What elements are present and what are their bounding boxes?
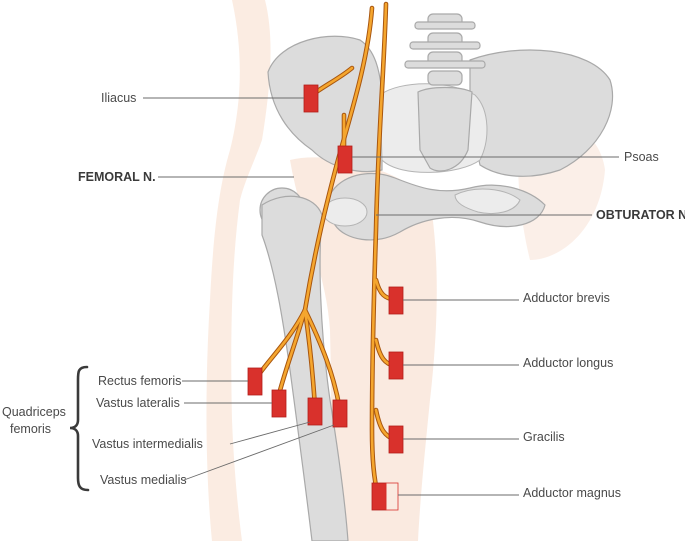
marker-rectus-femoris: [248, 368, 262, 395]
label-quadriceps: Quadriceps: [2, 405, 66, 419]
marker-vastus-intermedialis: [308, 398, 322, 425]
label-rectus-femoris: Rectus femoris: [98, 374, 181, 388]
label-gracilis: Gracilis: [523, 430, 565, 444]
label-psoas: Psoas: [624, 150, 659, 164]
label-adductor-longus: Adductor longus: [523, 356, 613, 370]
label-adductor-brevis: Adductor brevis: [523, 291, 610, 305]
marker-psoas: [338, 146, 352, 173]
marker-adductor-longus: [389, 352, 403, 379]
quadriceps-brace: [70, 367, 88, 490]
label-femoral-nerve: FEMORAL N.: [78, 170, 156, 184]
marker-iliacus: [304, 85, 318, 112]
label-adductor-magnus: Adductor magnus: [523, 486, 621, 500]
label-vastus-medialis: Vastus medialis: [100, 473, 187, 487]
label-femoris: femoris: [10, 422, 51, 436]
marker-vastus-medialis: [333, 400, 347, 427]
marker-gracilis: [389, 426, 403, 453]
label-vastus-lateralis: Vastus lateralis: [96, 396, 180, 410]
marker-adductor-magnus: [372, 483, 386, 510]
marker-adductor-brevis: [389, 287, 403, 314]
marker-vastus-lateralis: [272, 390, 286, 417]
label-vastus-intermedialis: Vastus intermedialis: [92, 437, 203, 451]
label-obturator-nerve: OBTURATOR N.: [596, 208, 685, 222]
label-iliacus: Iliacus: [101, 91, 136, 105]
